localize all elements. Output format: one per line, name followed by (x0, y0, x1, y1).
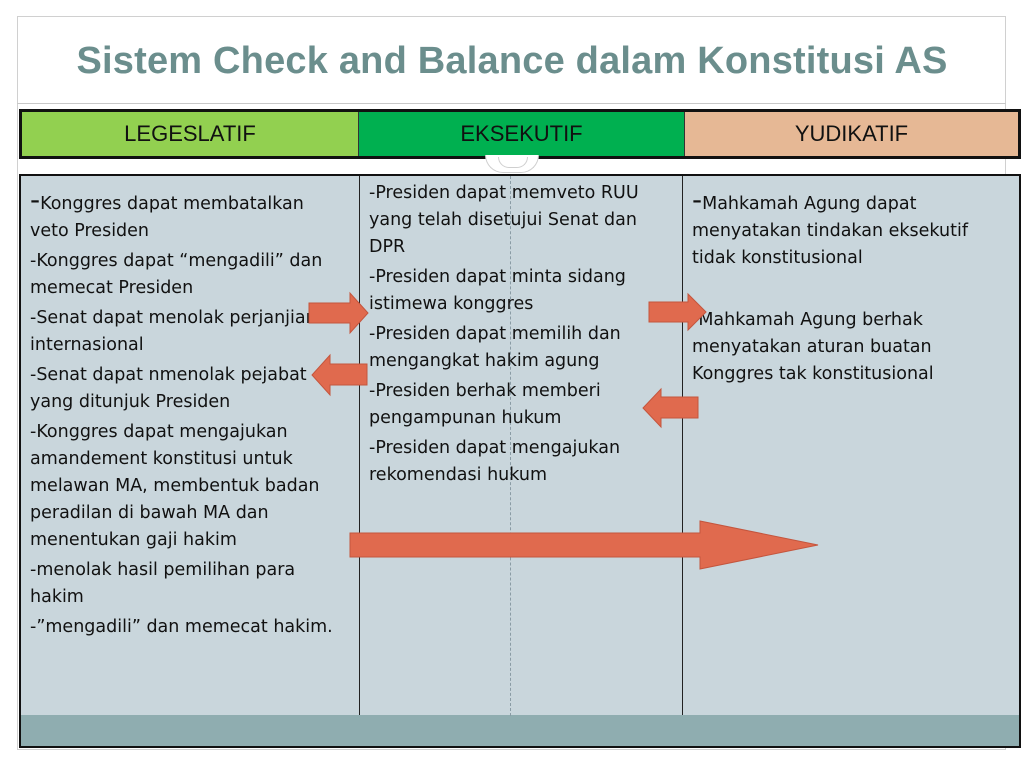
header-eksekutif: EKSEKUTIF (359, 112, 685, 156)
arrow-left-icon (642, 387, 699, 429)
title-divider (17, 103, 1006, 104)
column-eksekutif (360, 176, 683, 746)
list-item: -Mahkamah Agung dapat menyatakan tindaka… (692, 186, 1002, 272)
body-table (19, 174, 1021, 748)
item-text: Mahkamah Agung dapat menyatakan tindakan… (692, 194, 968, 268)
list-item: -”mengadili” dan memecat hakim. (30, 617, 333, 637)
arrow-right-icon (308, 291, 369, 335)
dashed-divider (510, 176, 511, 716)
long-arrow-right-icon (349, 520, 819, 570)
list-item: -Mahkamah Agung berhak menyatakan aturan… (692, 310, 934, 384)
list-item: -menolak hasil pemilihan para hakim (30, 560, 296, 607)
arrow-right-icon (648, 292, 707, 332)
slide-title: Sistem Check and Balance dalam Konstitus… (76, 40, 948, 82)
footer-band (21, 715, 1019, 746)
item-text: Konggres dapat membatalkan veto Presiden (30, 194, 304, 241)
item-dash: - (30, 183, 41, 216)
list-item: -Presiden dapat memveto RUU yang telah d… (369, 183, 639, 257)
list-item: -Presiden dapat minta sidang istimewa ko… (369, 267, 626, 314)
column-legislatif (21, 176, 360, 746)
list-item: -Senat dapat nmenolak pejabat yang ditun… (30, 365, 307, 412)
list-item: -Konggres dapat membatalkan veto Preside… (30, 186, 348, 245)
list-item: -Presiden dapat mengajukan rekomendasi h… (369, 438, 621, 485)
list-item: -Presiden dapat memilih dan mengangkat h… (369, 324, 621, 371)
header-legislatif: LEGESLATIF (22, 112, 359, 156)
yudikatif-list: -Mahkamah Agung dapat menyatakan tindaka… (692, 186, 1002, 391)
list-item: -Senat dapat menolak perjanjian internas… (30, 308, 317, 355)
legislatif-list: -Konggres dapat membatalkan veto Preside… (30, 186, 348, 644)
item-dash: - (692, 183, 703, 216)
list-item: -Presiden berhak memberi pengampunan huk… (369, 381, 601, 428)
arrow-left-icon (311, 353, 368, 397)
header-yudikatif: YUDIKATIF (685, 112, 1018, 156)
list-item: -Konggres dapat mengajukan amandement ko… (30, 422, 320, 550)
eksekutif-list: -Presiden dapat memveto RUU yang telah d… (369, 180, 669, 492)
list-item: -Konggres dapat “mengadili” dan memecat … (30, 251, 323, 298)
header-row: LEGESLATIF EKSEKUTIF YUDIKATIF (19, 109, 1021, 159)
